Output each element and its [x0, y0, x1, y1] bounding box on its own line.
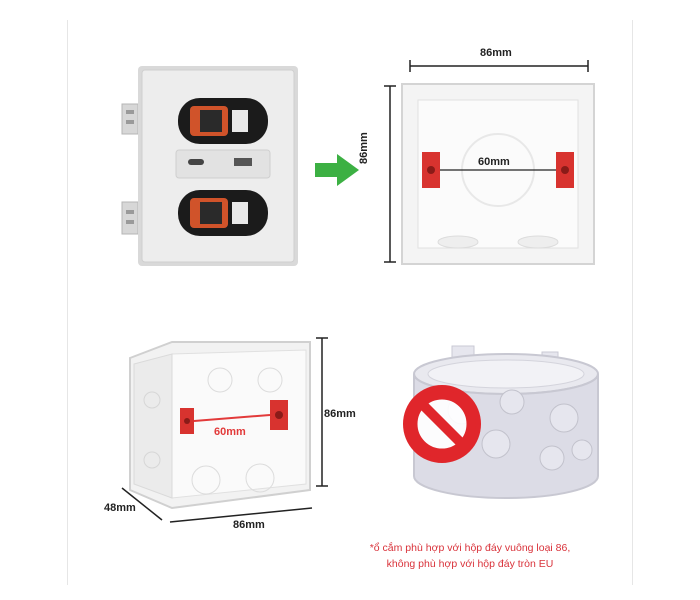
arrow-icon: [315, 154, 359, 186]
top-width-label: 86mm: [480, 47, 512, 59]
left-divider: [67, 20, 68, 585]
square-box-front-illustration: [384, 60, 595, 265]
bottom-height-label: 86mm: [324, 408, 356, 420]
note-line-2: không phù hợp với hộp đáy tròn EU: [386, 558, 554, 570]
top-height-label: 86mm: [358, 132, 370, 164]
top-spacing-label: 60mm: [478, 156, 510, 168]
prohibited-icon: [408, 390, 476, 458]
bottom-width-label: 86mm: [233, 519, 265, 531]
bottom-spacing-label: 60mm: [214, 426, 246, 438]
note-line-1: *ổ cắm phù hợp với hộp đáy vuông loại 86…: [369, 542, 571, 554]
socket-panel-illustration: [121, 66, 298, 266]
compatibility-note: *ổ cắm phù hợp với hộp đáy vuông loại 86…: [335, 540, 605, 572]
right-divider: [632, 20, 633, 585]
bottom-depth-label: 48mm: [104, 502, 136, 514]
square-box-perspective-illustration: [121, 337, 328, 523]
